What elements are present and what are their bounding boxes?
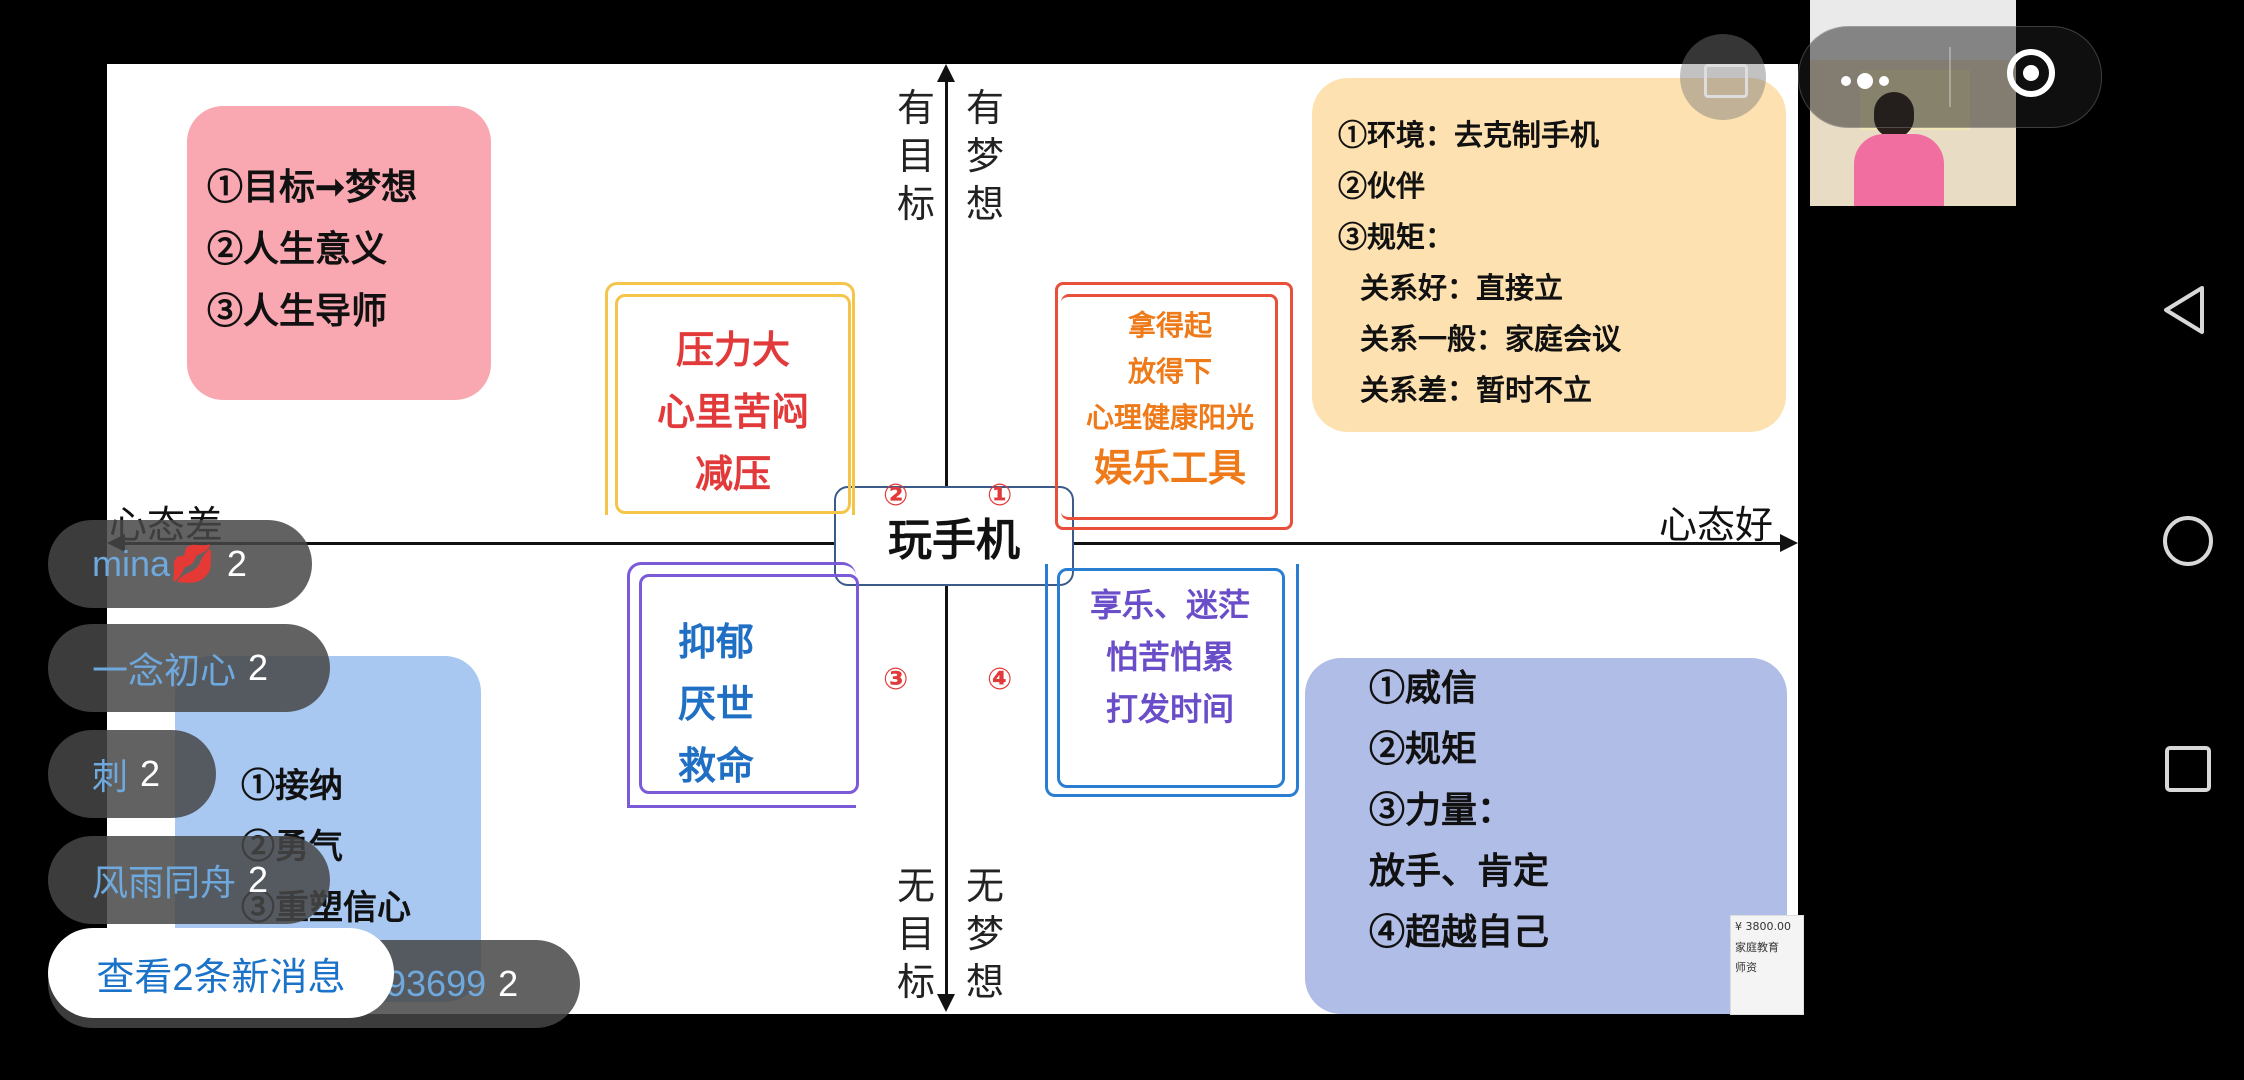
product-ad-card[interactable]: ¥ 3800.00 家庭教育 师资 xyxy=(1730,915,1804,1015)
q3-line-3: 救命 xyxy=(677,744,754,788)
frame-q3-outer xyxy=(627,562,856,808)
more-dots-icon[interactable] xyxy=(1841,71,1889,90)
q2-emphasis: 减压 xyxy=(694,452,771,496)
q3-line-1: 抑郁 xyxy=(677,620,754,664)
comment-count: 2 xyxy=(140,753,161,794)
box-bottom-right: ①威信 ②规矩 ③力量： 放手、肯定 ④超越自己 xyxy=(1305,658,1787,1014)
q1-emphasis: 娱乐工具 xyxy=(1093,446,1246,490)
box-top-left-line-2: ②人生意义 xyxy=(207,228,388,270)
axis-arrow-right-icon xyxy=(1780,534,1798,552)
comment-count: 2 xyxy=(248,859,269,900)
comment-pill[interactable]: mina💋 2 xyxy=(48,520,312,608)
box-top-right-line-2: ②伙伴 xyxy=(1338,169,1426,203)
box-top-right-line-1: ①环境：去克制手机 xyxy=(1338,118,1600,152)
mini-program-capsule xyxy=(1798,26,2102,128)
axis-label-top-left: 有目标 xyxy=(896,86,935,226)
comment-name: 刺 xyxy=(92,756,129,797)
comment-count: 2 xyxy=(498,963,519,1004)
q2-line-1: 压力大 xyxy=(675,328,790,372)
box-bottom-right-line-5: ④超越自己 xyxy=(1369,911,1550,953)
center-label: 玩手机 xyxy=(834,486,1074,586)
q4-line-3: 打发时间 xyxy=(1105,690,1234,728)
comment-name: mina💋 xyxy=(92,543,215,584)
close-circle-icon[interactable] xyxy=(2007,49,2055,97)
quadrant-number-1: ① xyxy=(987,478,1013,513)
axis-arrow-up-icon xyxy=(937,64,955,82)
axis-label-bottom-left: 无目标 xyxy=(896,864,935,1004)
q1-line-3: 心理健康阳光 xyxy=(1085,401,1254,434)
q3-line-2: 厌世 xyxy=(677,682,754,726)
box-top-left: ①目标➞梦想 ②人生意义 ③人生导师 xyxy=(187,106,491,400)
comment-count: 2 xyxy=(226,543,247,584)
frame-q1: 拿得起 放得下 心理健康阳光 娱乐工具 xyxy=(1061,294,1278,520)
box-top-right-line-5: 关系一般：家庭会议 xyxy=(1360,322,1622,356)
frame-q4: 享乐、迷茫 怕苦怕累 打发时间 xyxy=(1057,568,1285,788)
box-top-right-line-4: 关系好：直接立 xyxy=(1360,271,1564,305)
q1-line-2: 放得下 xyxy=(1127,355,1212,388)
axis-label-top-right: 有梦想 xyxy=(965,86,1004,226)
q4-line-2: 怕苦怕累 xyxy=(1105,638,1234,676)
box-top-right: ①环境：去克制手机 ②伙伴 ③规矩： 关系好：直接立 关系一般：家庭会议 关系差… xyxy=(1312,78,1786,432)
briefcase-button[interactable] xyxy=(1680,34,1766,120)
ad-line-1: 家庭教育 xyxy=(1735,941,1779,954)
quadrant-number-4: ④ xyxy=(987,662,1013,697)
frame-q2: 压力大 心里苦闷 减压 xyxy=(615,294,851,514)
box-top-left-line-1: ①目标➞梦想 xyxy=(207,166,418,208)
comment-count: 2 xyxy=(248,647,269,688)
box-bottom-right-line-4: 放手、肯定 xyxy=(1369,850,1550,892)
comment-pill[interactable]: 风雨同舟 2 xyxy=(48,836,330,924)
box-bottom-right-line-3: ③力量： xyxy=(1369,789,1514,831)
box-top-right-line-3: ③规矩： xyxy=(1338,220,1455,254)
slide-canvas: 有目标 有梦想 无目标 无梦想 心态差 心态好 玩手机 ① ② ③ ④ ①目标➞… xyxy=(107,64,1798,1014)
axis-label-right: 心态好 xyxy=(1659,503,1774,547)
q2-line-2: 心里苦闷 xyxy=(656,390,809,434)
box-bottom-right-line-2: ②规矩 xyxy=(1369,728,1478,770)
axis-label-bottom-right: 无梦想 xyxy=(965,864,1004,1004)
recents-square-icon[interactable] xyxy=(2165,746,2211,792)
home-circle-icon[interactable] xyxy=(2163,516,2213,566)
ad-price: ¥ 3800.00 xyxy=(1735,920,1791,933)
frame-q3: 抑郁 厌世 救命 xyxy=(639,574,859,794)
quadrant-number-2: ② xyxy=(883,478,909,513)
q4-line-1: 享乐、迷茫 xyxy=(1089,586,1250,624)
quadrant-number-3: ③ xyxy=(883,662,909,697)
comment-pill[interactable]: 一念初心 2 xyxy=(48,624,330,712)
comment-name: 93699 xyxy=(386,963,487,1004)
ad-line-2: 师资 xyxy=(1735,961,1757,974)
box-bottom-left-line-1: ①接纳 xyxy=(241,766,343,806)
box-bottom-right-line-1: ①威信 xyxy=(1369,667,1478,709)
frame-q1-outer xyxy=(1055,282,1293,530)
briefcase-icon xyxy=(1704,64,1748,98)
box-top-left-line-3: ③人生导师 xyxy=(207,290,388,332)
box-top-right-line-6: 关系差：暂时不立 xyxy=(1360,373,1593,407)
comment-name: 风雨同舟 xyxy=(92,862,237,903)
new-messages-button[interactable]: 查看2条新消息 xyxy=(48,928,394,1018)
frame-q4-outer xyxy=(1045,564,1299,797)
axis-arrow-down-icon xyxy=(937,994,955,1012)
frame-q2-outer xyxy=(605,282,855,515)
q1-line-1: 拿得起 xyxy=(1127,309,1212,342)
back-triangle-icon[interactable] xyxy=(2162,284,2206,336)
comment-name: 一念初心 xyxy=(92,650,237,691)
